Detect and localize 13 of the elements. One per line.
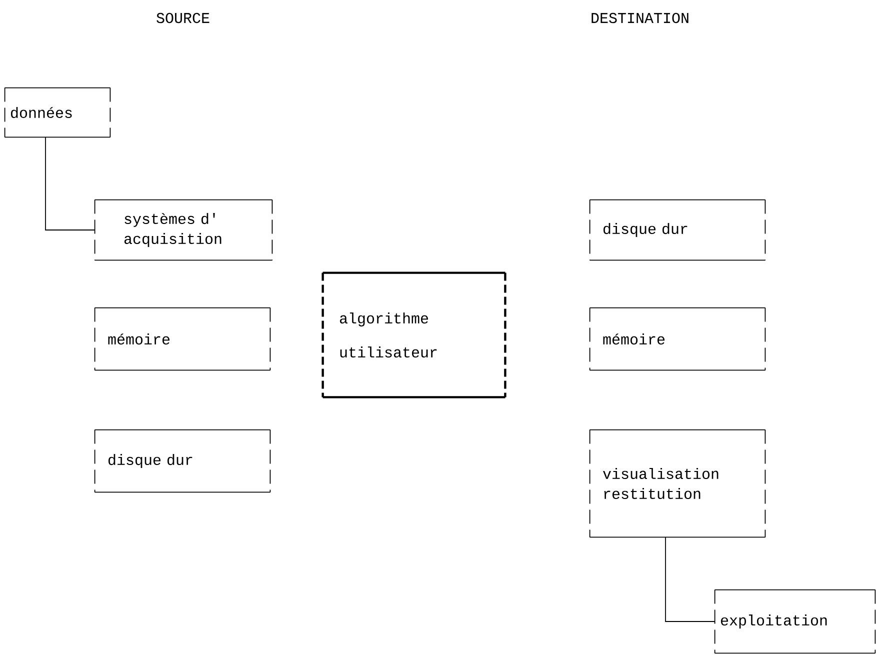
connector-line — [665, 536, 716, 622]
process-box: mémoire — [94, 307, 271, 371]
column-heading: SOURCE — [156, 12, 210, 24]
process-box: visualisation restitution — [589, 429, 766, 538]
process-box: exploitation — [714, 589, 876, 654]
column-heading: DESTINATION — [592, 12, 688, 24]
process-box: données — [4, 87, 111, 138]
process-box: systèmes d' acquisition — [94, 199, 273, 261]
process-box: disque dur — [94, 429, 271, 493]
connector-line — [45, 136, 96, 230]
process-box: disque dur — [589, 199, 766, 261]
process-box: mémoire — [589, 307, 766, 371]
process-box: algorithme utilisateur — [322, 272, 506, 398]
